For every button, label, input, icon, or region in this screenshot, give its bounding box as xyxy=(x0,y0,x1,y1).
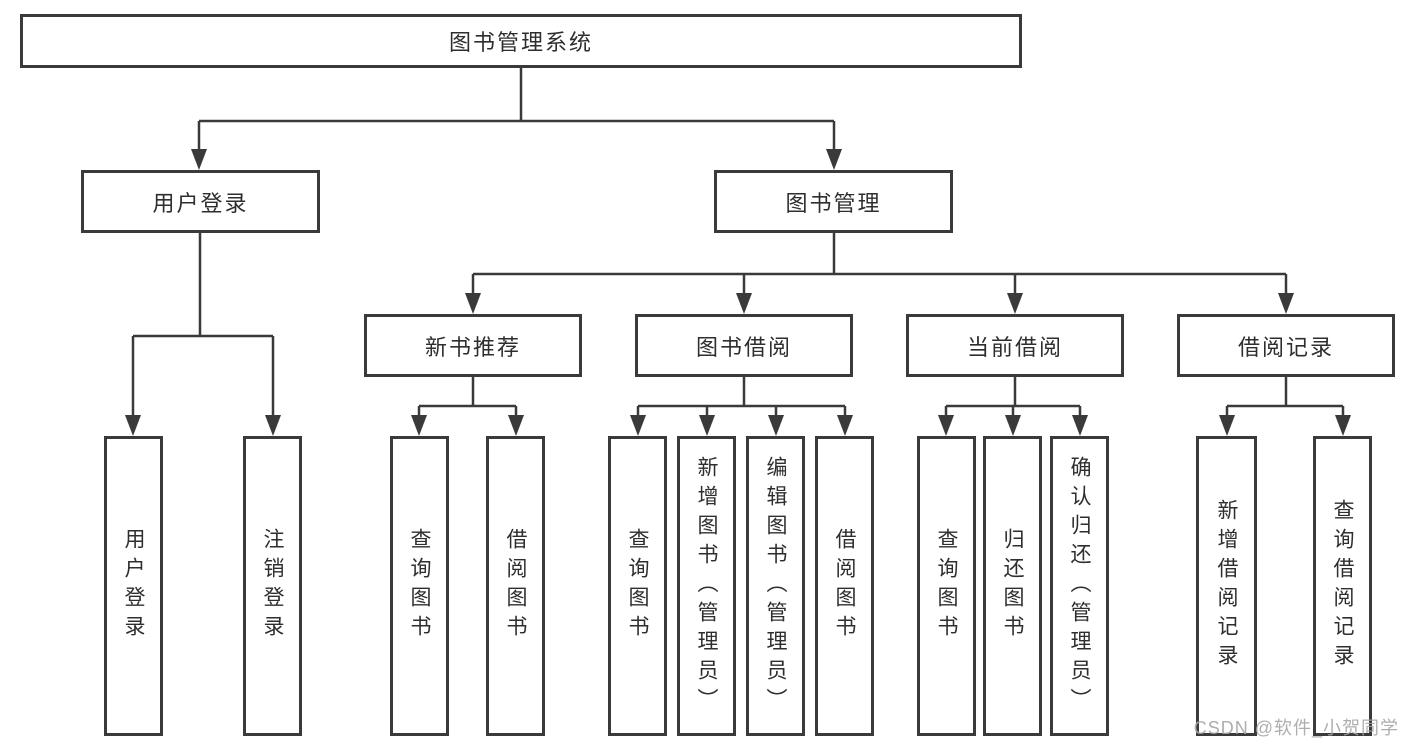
leaf-add-book-admin: 新增图书（管理员） xyxy=(677,436,736,736)
arrow-icon xyxy=(1072,415,1088,436)
node-new-book-recommend-label: 新书推荐 xyxy=(424,334,521,360)
leaf-query-borrow-record-label: 查询借阅记录 xyxy=(1331,499,1354,673)
leaf-borrow-book-1-label: 借阅图书 xyxy=(504,528,527,644)
node-root: 图书管理系统 xyxy=(20,14,1022,68)
connector-paths xyxy=(131,68,1345,426)
arrow-icon xyxy=(125,415,141,436)
arrowheads xyxy=(125,149,1351,436)
arrow-icon xyxy=(938,415,954,436)
arrow-icon xyxy=(630,415,646,436)
node-new-book-recommend: 新书推荐 xyxy=(364,314,582,377)
leaf-query-borrow-record: 查询借阅记录 xyxy=(1313,436,1372,736)
arrow-icon xyxy=(1278,293,1294,314)
arrow-icon xyxy=(508,415,524,436)
leaf-query-book-1: 查询图书 xyxy=(390,436,449,736)
node-user-login-label: 用户登录 xyxy=(152,190,249,216)
arrow-icon xyxy=(1005,415,1021,436)
leaf-edit-book-admin-label: 编辑图书（管理员） xyxy=(764,455,787,717)
arrow-icon xyxy=(768,415,784,436)
leaf-add-borrow-record: 新增借阅记录 xyxy=(1196,436,1257,736)
leaf-query-book-2-label: 查询图书 xyxy=(626,528,649,644)
leaf-logout: 注销登录 xyxy=(243,436,302,736)
arrow-icon xyxy=(1219,415,1235,436)
arrow-icon xyxy=(736,293,752,314)
arrow-icon xyxy=(191,149,207,170)
leaf-user-login-label: 用户登录 xyxy=(122,528,145,644)
leaf-query-book-1-label: 查询图书 xyxy=(408,528,431,644)
arrow-icon xyxy=(826,149,842,170)
arrow-icon xyxy=(699,415,715,436)
arrow-icon xyxy=(1335,415,1351,436)
leaf-return-book-label: 归还图书 xyxy=(1001,528,1024,644)
leaf-confirm-return-admin: 确认归还（管理员） xyxy=(1050,436,1109,736)
leaf-query-book-3: 查询图书 xyxy=(917,436,976,736)
leaf-logout-label: 注销登录 xyxy=(261,528,284,644)
node-book-management: 图书管理 xyxy=(714,170,953,233)
arrow-icon xyxy=(837,415,853,436)
node-book-borrow: 图书借阅 xyxy=(635,314,853,377)
node-borrow-records-label: 借阅记录 xyxy=(1237,334,1334,360)
node-current-borrow-label: 当前借阅 xyxy=(966,334,1063,360)
leaf-borrow-book-2: 借阅图书 xyxy=(815,436,874,736)
leaf-query-book-2: 查询图书 xyxy=(608,436,667,736)
leaf-borrow-book-2-label: 借阅图书 xyxy=(833,528,856,644)
leaf-user-login: 用户登录 xyxy=(104,436,163,736)
node-borrow-records: 借阅记录 xyxy=(1177,314,1395,377)
node-book-management-label: 图书管理 xyxy=(785,190,882,216)
leaf-confirm-return-admin-label: 确认归还（管理员） xyxy=(1068,455,1091,717)
node-current-borrow: 当前借阅 xyxy=(906,314,1124,377)
leaf-return-book: 归还图书 xyxy=(983,436,1042,736)
arrow-icon xyxy=(1007,293,1023,314)
csdn-watermark: CSDN @软件_小贺同学 xyxy=(1193,718,1399,738)
arrow-icon xyxy=(265,415,281,436)
arrow-icon xyxy=(465,293,481,314)
node-root-label: 图书管理系统 xyxy=(448,30,593,55)
node-book-borrow-label: 图书借阅 xyxy=(695,334,792,360)
leaf-query-book-3-label: 查询图书 xyxy=(935,528,958,644)
node-user-login: 用户登录 xyxy=(81,170,320,233)
leaf-add-borrow-record-label: 新增借阅记录 xyxy=(1215,499,1238,673)
leaf-add-book-admin-label: 新增图书（管理员） xyxy=(695,455,718,717)
leaf-borrow-book-1: 借阅图书 xyxy=(486,436,545,736)
leaf-edit-book-admin: 编辑图书（管理员） xyxy=(746,436,805,736)
arrow-icon xyxy=(411,415,427,436)
